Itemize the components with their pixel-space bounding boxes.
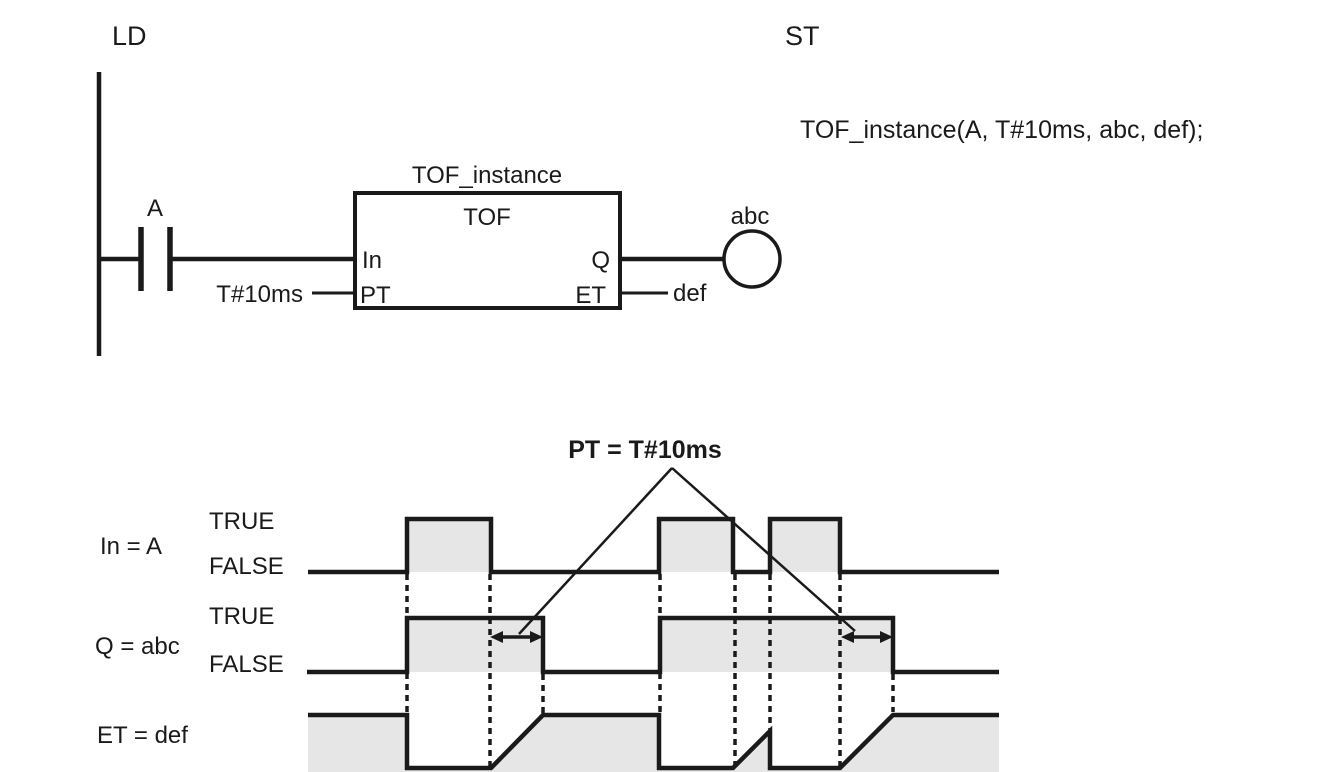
arrow-head-right <box>880 631 893 643</box>
pt-delay-arrow-1 <box>490 631 543 643</box>
in-true-label: TRUE <box>209 508 274 535</box>
et-value-label: def <box>673 280 707 307</box>
coil-label: abc <box>731 203 770 230</box>
coil-symbol <box>722 229 782 289</box>
q-false-label: FALSE <box>209 651 284 678</box>
instance-name-label: TOF_instance <box>412 162 562 189</box>
q-pulse-1-fill <box>407 618 543 672</box>
arrow-head-right <box>530 631 543 643</box>
ld-section: LD A T#10ms TOF_instance TOF In PT Q ET … <box>96 21 782 356</box>
arrow-head-left <box>841 631 854 643</box>
in-pulse-1-fill <box>407 519 491 572</box>
block-et-pin-label: ET <box>575 282 606 309</box>
block-in-pin-label: In <box>362 247 382 274</box>
tof-function-block <box>353 191 622 310</box>
pt-delay-arrow-2 <box>841 631 893 643</box>
contact-label: A <box>147 195 163 222</box>
et-row-label: ET = def <box>97 722 188 749</box>
et-waveform-fill <box>308 715 999 772</box>
in-row-label: In = A <box>100 533 162 560</box>
q-row-label: Q = abc <box>95 633 180 660</box>
pt-value-label: T#10ms <box>216 281 303 308</box>
et-signal-trace <box>308 712 999 771</box>
st-section: ST TOF_instance(A, T#10ms, abc, def); <box>785 21 1203 144</box>
in-pulse-3-fill <box>770 519 840 572</box>
block-type-label: TOF <box>463 204 511 231</box>
q-true-label: TRUE <box>209 603 274 630</box>
arrow-head-left <box>490 631 503 643</box>
in-signal-trace <box>308 516 999 575</box>
pt-callout-line-right <box>671 467 856 632</box>
pt-annotation-label: PT = T#10ms <box>568 436 722 464</box>
pt-callout-line-left <box>518 467 673 635</box>
block-pt-pin-label: PT <box>360 282 391 309</box>
timing-diagram: PT = T#10ms TRUE FALSE In = A TRUE FALSE… <box>95 436 999 772</box>
q-signal-trace <box>307 615 999 675</box>
st-code-line: TOF_instance(A, T#10ms, abc, def); <box>800 116 1203 144</box>
block-q-pin-label: Q <box>591 247 610 274</box>
in-pulse-2-fill <box>659 519 733 572</box>
in-false-label: FALSE <box>209 553 284 580</box>
q-pulse-2-fill <box>660 618 893 672</box>
ld-section-label: LD <box>112 21 147 51</box>
st-section-label: ST <box>785 21 820 51</box>
